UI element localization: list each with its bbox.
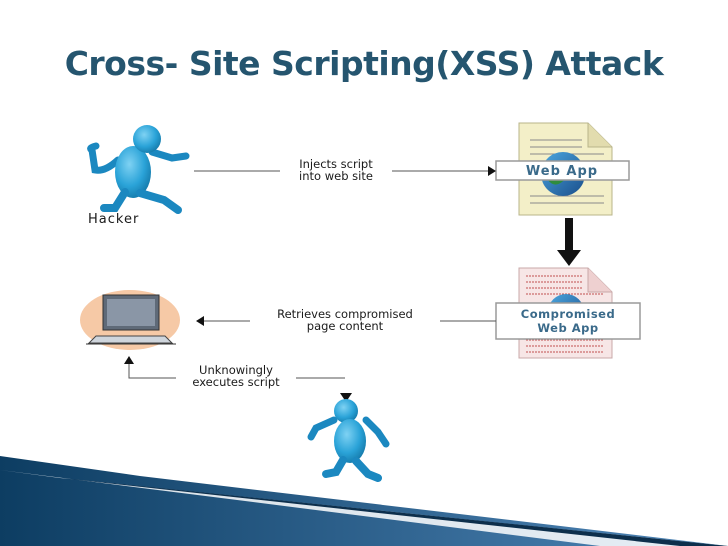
web-app-icon: Web App	[495, 122, 630, 216]
compromised-label-line2: Web App	[537, 321, 598, 335]
execute-label: Unknowingly executes script	[176, 364, 296, 388]
footer-decoration	[0, 456, 728, 546]
retrieve-label-line2: page content	[306, 319, 384, 333]
inject-label-line1: Injects script	[299, 157, 373, 171]
inject-label-line2: into web site	[299, 169, 373, 183]
retrieve-label: Retrieves compromised page content	[250, 308, 440, 332]
inject-label: Injects script into web site	[280, 158, 392, 182]
hacker-figure	[87, 125, 190, 214]
compromised-label-line1: Compromised	[521, 307, 615, 321]
page-title: Cross- Site Scripting(XSS) Attack	[64, 44, 664, 83]
down-arrow-icon	[557, 218, 581, 266]
victim-figure	[307, 393, 390, 482]
laptop-icon	[80, 290, 180, 350]
execute-label-line2: executes script	[192, 375, 280, 389]
web-app-label: Web App	[526, 164, 598, 179]
execute-label-line1: Unknowingly	[199, 363, 273, 377]
hacker-label: Hacker	[88, 212, 140, 227]
retrieve-label-line1: Retrieves compromised	[277, 307, 413, 321]
compromised-web-app-icon: Compromised Web App	[495, 267, 641, 359]
